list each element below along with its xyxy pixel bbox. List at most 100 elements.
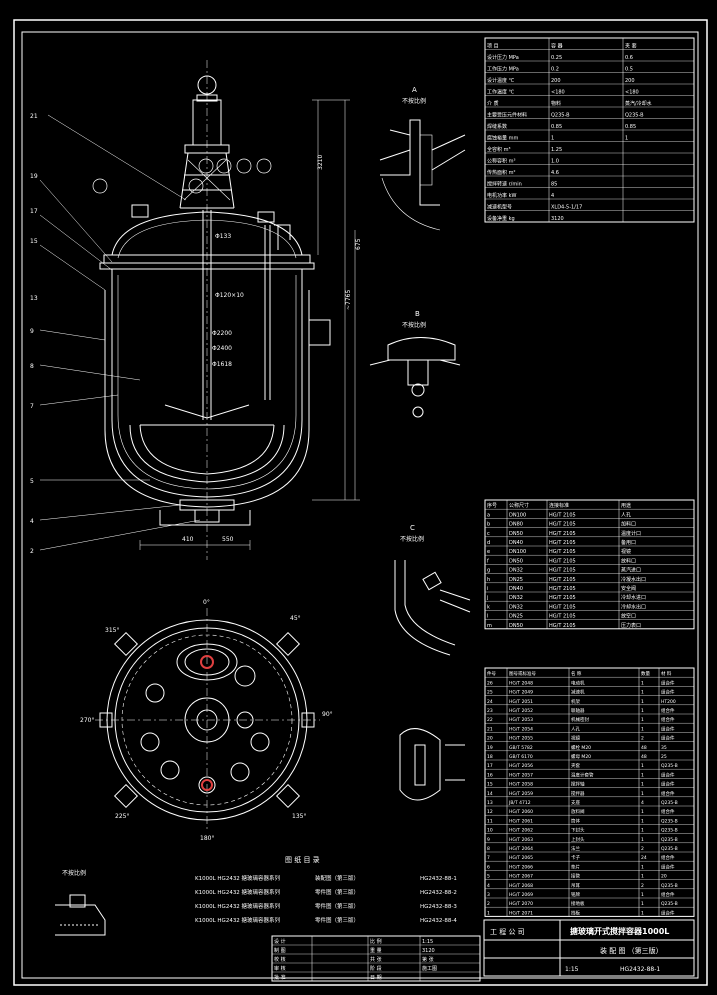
parts-table-cell: 24 [641,855,647,861]
nozzle-table-cell: 冷凝水出口 [621,576,646,583]
nozzle-table-cell: HG/T 2105 [549,586,576,592]
parts-table-cell: 1 [641,791,644,797]
nozzle-table-cell: DN50 [509,558,523,564]
svg-text:7: 7 [30,403,34,410]
tech-table-cell: 1.0 [551,159,559,165]
title-block-header: 比 例 [370,938,382,945]
parts-table-cell: 1 [487,910,490,916]
tech-table-cell: 1.25 [551,147,562,153]
detail-a [379,119,466,231]
nozzle-table-cell: DN100 [509,549,526,555]
parts-table-cell: 17 [487,763,493,769]
parts-table-cell: 法兰 [571,845,580,852]
parts-table-cell: 组合件 [661,771,675,778]
title-block-cell: 校 核 [274,956,286,963]
nozzle-table-cell: DN80 [509,522,523,528]
ref-list-cell: K1000L HG2432 搪玻璃容器系列 [195,902,281,910]
parts-table-cell: HG/T 2053 [509,717,533,723]
parts-table-cell: 10 [487,828,493,834]
parts-table-cell: 组合件 [661,854,675,861]
parts-table-cell: 组合件 [661,808,675,815]
parts-table-cell: 1 [641,782,644,788]
tech-table-cell: 公称容积 m³ [487,158,515,165]
parts-table-cell: 搅拌器 [571,790,585,797]
parts-table-cell: 夹套 [571,762,580,769]
tech-table-cell: 蒸汽/冷却水 [625,100,652,107]
nozzle-table-cell: k [487,604,490,610]
ref-list-cell: HG2432-88-4 [420,918,457,924]
title-block-cell: 3120 [422,948,435,954]
nozzle-table-cell: HG/T 2105 [549,512,576,518]
ref-list: K1000L HG2432 搪玻璃容器系列装配图（第三版）HG2432-88-1… [195,874,457,924]
nozzle-table-cell: DN25 [509,614,523,620]
tech-table-cell: 设计压力 MPa [487,54,519,61]
tech-table-cell: 3120 [551,216,564,222]
svg-text:225°: 225° [115,813,129,820]
nozzle-table-cell: j [486,595,488,601]
parts-table-cell: 19 [487,745,493,751]
parts-table-cell: 48 [641,745,647,751]
tech-table-cell: 4.6 [551,170,559,176]
parts-table-cell: 24 [487,699,493,705]
nozzle-table-cell: l [487,614,488,620]
svg-text:21: 21 [30,113,38,120]
parts-table-cell: 25 [487,690,493,696]
svg-text:9: 9 [30,328,34,335]
parts-table-cell: 2 [641,883,644,889]
parts-table-cell: 上封头 [571,836,585,843]
nozzle-table-header: 用途 [621,502,631,509]
tech-table-cell: 0.5 [625,67,633,73]
parts-table-cell: 1 [641,690,644,696]
parts-table-cell: 35 [661,745,667,751]
detail-a-label: A [412,86,417,94]
detail-a-title: 不按比例 [402,97,426,105]
parts-table-cell: 1 [641,910,644,916]
drawing-title: 搪玻璃开式搅拌容器1000L [570,926,669,936]
tech-table-cell: 腐蚀裕量 mm [487,135,518,142]
ref-list-cell: K1000L HG2432 搪玻璃容器系列 [195,874,281,882]
detail-c-title: 不按比例 [400,535,424,543]
parts-table-cell: 1 [641,874,644,880]
parts-table-cell: 吊耳 [571,883,580,889]
parts-table-cell: Q235-B [661,901,678,907]
parts-table-cell: 2 [487,901,490,907]
parts-table-cell: Q235-B [661,800,678,806]
nozzle-table-cell: DN50 [509,623,523,629]
parts-table-cell: 1 [641,717,644,723]
title-block-cell: 制 图 [274,947,286,954]
tech-table-cell: XLD4-5-1/17 [551,205,582,211]
tech-table-cell: 工作温度 ℃ [487,89,515,96]
parts-table-cell: 组合件 [661,716,675,723]
parts-table-cell: 1 [641,763,644,769]
tech-table-header: 项 目 [487,44,499,50]
nozzle-table-cell: i [487,586,488,592]
parts-table-header: 件号 [487,670,496,677]
parts-table-cell: HG/T 2066 [509,864,533,870]
parts-table-cell: Q235-B [661,763,678,769]
parts-table-cell: 接地板 [571,900,585,907]
ref-list-cell: HG2432-88-1 [420,876,457,882]
parts-table-cell: 垫片 [571,863,580,870]
nozzle-table-cell: DN50 [509,531,523,537]
parts-table-cell: Q235-B [661,846,678,852]
tech-table-cell: 4 [551,193,554,199]
tech-table-cell: 搅拌转速 r/min [487,181,522,188]
tech-table-cell: 设备净重 kg [487,215,515,222]
parts-table-cell: GB/T 5782 [509,745,533,751]
parts-table-cell: 1 [641,892,644,898]
parts-table-cell: HG/T 2069 [509,892,533,898]
ref-list-cell: HG2432-88-2 [420,890,457,896]
parts-table-cell: 3 [487,892,490,898]
tech-table-cell: 工作压力 MPa [487,66,519,73]
nozzle-table-cell: 放空口 [621,613,636,620]
tech-table-cell: <180 [625,90,639,96]
parts-table-cell: HG/T 2063 [509,837,533,843]
svg-text:135°: 135° [292,813,306,820]
detail-support [399,728,465,801]
ref-list-cell: 零件图（第三版） [315,916,359,924]
parts-table-cell: HG/T 2052 [509,708,533,714]
tech-table-cell: 0.85 [551,124,562,130]
tech-table-cell: Q235-B [551,113,570,119]
ref-list-title: 图 纸 目 录 [285,855,320,864]
